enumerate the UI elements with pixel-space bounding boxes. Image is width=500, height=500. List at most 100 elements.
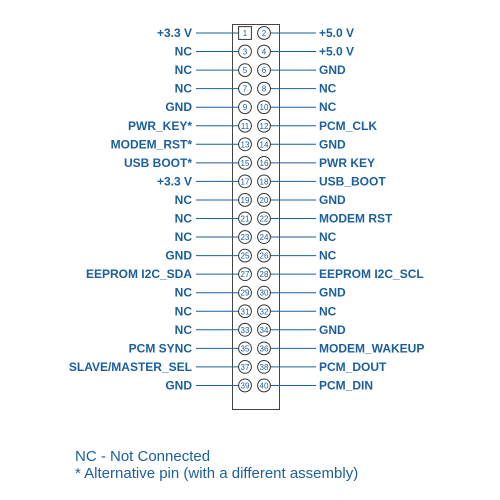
pin-marker-18 xyxy=(257,174,271,189)
pin-number-39: 39 xyxy=(241,381,250,390)
pin-label-right-10: NC xyxy=(319,100,337,114)
pin-marker-37 xyxy=(238,360,252,374)
pin-number-14: 14 xyxy=(260,140,269,149)
pin-number-21: 21 xyxy=(241,215,250,224)
pin-number-30: 30 xyxy=(260,289,269,298)
pin-number-25: 25 xyxy=(241,252,250,261)
pin-label-left-17: +3.3 V xyxy=(157,174,192,188)
pin-label-right-16: PWR KEY xyxy=(319,156,375,170)
pin-marker-16 xyxy=(257,155,271,170)
pin-label-left-11: PWR_KEY* xyxy=(128,119,192,133)
pin-marker-17 xyxy=(238,174,252,189)
pin-number-11: 11 xyxy=(241,122,250,131)
legend-nc-note: NC - Not Connected xyxy=(75,448,211,465)
pin-label-left-19: NC xyxy=(175,193,193,207)
pin-label-left-21: NC xyxy=(175,212,193,226)
pin-number-28: 28 xyxy=(260,270,269,279)
pin-marker-31 xyxy=(238,304,252,319)
pin-number-26: 26 xyxy=(260,252,269,261)
pin-label-left-39: GND xyxy=(165,378,192,392)
pin-number-29: 29 xyxy=(241,289,250,298)
pin-label-right-18: USB_BOOT xyxy=(319,174,386,188)
pin-marker-26 xyxy=(257,248,271,263)
pin-number-33: 33 xyxy=(241,326,250,335)
legend-alternative-note: * Alternative pin (with a different asse… xyxy=(75,465,359,482)
pin-label-right-12: PCM_CLK xyxy=(319,119,377,133)
pin-label-right-36: MODEM_WAKEUP xyxy=(319,341,424,355)
pin-number-9: 9 xyxy=(243,103,248,112)
pin-marker-14 xyxy=(257,137,271,152)
pin-label-right-14: GND xyxy=(319,137,346,151)
pin-marker-38 xyxy=(257,360,271,374)
pin-label-left-29: NC xyxy=(175,286,193,300)
pin-number-24: 24 xyxy=(260,233,269,242)
pin-label-right-38: PCM_DOUT xyxy=(319,360,387,374)
pin-label-right-34: GND xyxy=(319,323,346,337)
pin-number-37: 37 xyxy=(241,363,250,372)
pin-label-right-6: GND xyxy=(319,63,346,77)
pin-label-left-3: NC xyxy=(175,45,193,59)
pin-label-left-15: USB BOOT* xyxy=(124,156,192,170)
pin-number-13: 13 xyxy=(241,140,250,149)
pin-marker-28 xyxy=(257,267,271,282)
pin-label-right-4: +5.0 V xyxy=(319,45,354,59)
pin-marker-19 xyxy=(238,193,252,207)
pin-label-left-9: GND xyxy=(165,100,192,114)
pin-marker-22 xyxy=(257,211,271,226)
pin-label-right-24: NC xyxy=(319,230,337,244)
pin-number-8: 8 xyxy=(262,85,267,94)
pin-marker-32 xyxy=(257,304,271,319)
pin-number-1: 1 xyxy=(243,29,248,38)
pin-label-right-22: MODEM RST xyxy=(319,212,393,226)
pin-marker-34 xyxy=(257,322,271,337)
pin-marker-27 xyxy=(238,267,252,282)
pin-marker-6 xyxy=(257,63,271,77)
pin-label-left-1: +3.3 V xyxy=(157,26,192,40)
pin-number-22: 22 xyxy=(260,215,269,224)
pin-number-23: 23 xyxy=(241,233,250,242)
pin-number-18: 18 xyxy=(260,177,269,186)
pin-marker-10 xyxy=(257,100,271,115)
pin-marker-20 xyxy=(257,193,271,207)
pin-label-right-26: NC xyxy=(319,249,337,263)
pin-number-36: 36 xyxy=(260,344,269,353)
pin-label-right-8: NC xyxy=(319,82,337,96)
pin-label-right-20: GND xyxy=(319,193,346,207)
pin-number-12: 12 xyxy=(260,122,269,131)
pin-label-left-35: PCM SYNC xyxy=(129,341,193,355)
pin-marker-21 xyxy=(238,211,252,226)
pin-number-3: 3 xyxy=(243,48,248,57)
pin-label-right-32: NC xyxy=(319,304,337,318)
pin-marker-36 xyxy=(257,341,271,356)
pin-number-5: 5 xyxy=(243,66,248,75)
pin-number-40: 40 xyxy=(260,381,269,390)
pin-marker-7 xyxy=(238,81,252,96)
pin-marker-4 xyxy=(257,44,271,59)
pin-label-right-28: EEPROM I2C_SCL xyxy=(319,267,424,281)
pin-label-left-31: NC xyxy=(175,304,193,318)
pin-number-15: 15 xyxy=(241,159,250,168)
pin-marker-25 xyxy=(238,248,252,263)
pin-marker-30 xyxy=(257,285,271,300)
pin-marker-15 xyxy=(238,155,252,170)
pin-marker-40 xyxy=(257,378,271,393)
pin-marker-1 xyxy=(238,26,252,40)
pin-label-left-33: NC xyxy=(175,323,193,337)
pin-number-4: 4 xyxy=(262,48,267,57)
pin-label-left-27: EEPROM I2C_SDA xyxy=(86,267,192,281)
pin-number-10: 10 xyxy=(260,103,269,112)
pin-marker-23 xyxy=(238,230,252,244)
pin-label-right-2: +5.0 V xyxy=(319,26,354,40)
pin-label-right-30: GND xyxy=(319,286,346,300)
pin-number-20: 20 xyxy=(260,196,269,205)
pin-marker-3 xyxy=(238,44,252,59)
pin-marker-11 xyxy=(238,118,252,133)
pin-number-35: 35 xyxy=(241,344,250,353)
pin-label-left-13: MODEM_RST* xyxy=(111,137,193,151)
pin-number-17: 17 xyxy=(241,177,250,186)
pin-number-16: 16 xyxy=(260,159,269,168)
pin-marker-39 xyxy=(238,378,252,393)
header-connector-outline xyxy=(232,24,280,410)
pin-label-left-7: NC xyxy=(175,82,193,96)
